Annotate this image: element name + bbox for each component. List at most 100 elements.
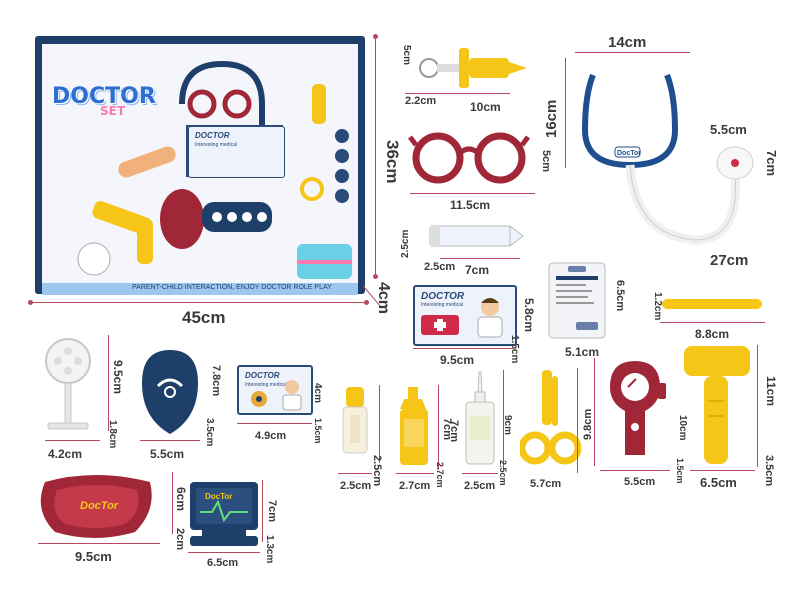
small-bottle-height-line: [379, 385, 380, 463]
stetho-head-width-label: 5.5cm: [710, 122, 747, 137]
box-width-label: 45cm: [182, 308, 226, 327]
doctor-card-large-title: DOCTOR: [421, 291, 465, 302]
yellow-bottle-depth-label: 2.7cm: [435, 462, 445, 488]
doctor-avatar-icon: [477, 298, 503, 338]
heart-monitor-toy: [190, 482, 258, 546]
monitor-brand: DocTor: [205, 492, 233, 501]
shield-depth-label: 3.5cm: [204, 418, 215, 447]
glasses-height-label: 5cm: [540, 150, 552, 173]
syringe-toy: [419, 48, 527, 88]
tongue-depressor-toy: [662, 299, 762, 309]
stetho-height-line: [565, 58, 566, 168]
hammer-width-line: [690, 470, 755, 471]
dropper-depth-label: 2.5cm: [498, 460, 508, 486]
gauge-width-line: [600, 470, 670, 471]
small-bottle-width-label: 2.5cm: [340, 480, 372, 492]
stethoscope-toy: [581, 73, 754, 245]
dim-dot: [364, 300, 369, 305]
syringe-height-label: 5cm: [401, 45, 412, 66]
mirror-depth-label: 1.8cm: [107, 420, 118, 449]
dropper-height-line: [503, 370, 504, 470]
box-width-line: [30, 302, 366, 303]
dropper-width-label: 2.5cm: [464, 480, 496, 492]
yellow-bottle-height-line: [438, 385, 439, 470]
yellow-bottle-width-label: 2.7cm: [399, 480, 431, 492]
doctor-card-large-sub: Interesting medical: [421, 302, 463, 308]
tube-height-label: 2.5cm: [400, 229, 411, 258]
tube-width-line: [440, 258, 520, 259]
reflex-hammer-toy: [684, 346, 750, 464]
hammer-width-label: 6.5cm: [700, 475, 737, 490]
box-doctor-card: DOCTOR Interesting medical: [188, 126, 285, 178]
shield-width-line: [140, 440, 200, 441]
stetho-length-label: 27cm: [710, 252, 749, 269]
yellow-bottle-width-line: [396, 473, 434, 474]
doctor-card-small-sub: Interesting medical: [245, 382, 287, 388]
tray-height-line: [172, 472, 173, 534]
stick-width-label: 8.8cm: [695, 327, 730, 341]
mirror-width-line: [45, 440, 100, 441]
doctor-card-small-title: DOCTOR: [245, 371, 280, 380]
card-small-width-line: [237, 423, 312, 424]
clipboard-toy: [548, 262, 606, 339]
box-height-label: 36cm: [383, 140, 402, 184]
syringe-width-label: 10cm: [470, 100, 501, 114]
card-small-height-label: 4cm: [312, 383, 323, 404]
box-card-sub: Interesting medical: [195, 142, 237, 148]
clipboard-width-label: 5.1cm: [565, 345, 600, 359]
monitor-height-line: [262, 480, 263, 542]
card-large-height-label: 5.8cm: [522, 298, 536, 333]
navy-pad-toy: [142, 350, 198, 434]
head-mirror-toy: [45, 338, 91, 430]
clipboard-height-label: 6.5cm: [614, 280, 626, 312]
syringe-width-line: [405, 93, 510, 94]
mirror-height-label: 9.5cm: [111, 360, 125, 395]
scissors-width-label: 5.7cm: [530, 478, 562, 490]
stetho-head-height-label: 7cm: [764, 150, 779, 177]
card-large-width-label: 9.5cm: [440, 353, 475, 367]
monitor-height-label: 7cm: [266, 500, 278, 523]
scissors-height-label: 9cm: [502, 415, 513, 436]
kidney-tray-toy: [40, 475, 152, 538]
stetho-tag: DocTor: [617, 150, 641, 157]
gauge-width-label: 5.5cm: [624, 476, 656, 488]
mirror-width-label: 4.2cm: [48, 447, 83, 461]
tray-width-line: [38, 543, 160, 544]
dim-dot: [373, 274, 378, 279]
box-depth-label: 4cm: [375, 282, 392, 315]
box-logo-set: SET: [100, 104, 126, 118]
dropper-bottle-toy: [465, 371, 495, 465]
gauge-height-line: [594, 358, 595, 466]
small-bottle-toy: [342, 387, 368, 454]
shield-width-label: 5.5cm: [150, 447, 185, 461]
tube-width-label: 7cm: [465, 263, 490, 277]
box-bottom-strip: PARENT-CHILD INTERACTION, ENJOY DOCTOR R…: [42, 283, 358, 295]
test-tube-toy: [429, 224, 524, 248]
card-small-depth-label: 1.5cm: [313, 418, 323, 444]
box-height-line: [375, 36, 376, 276]
pressure-gauge-toy: [610, 361, 666, 455]
glasses-toy: [408, 132, 530, 184]
scissors-toy: [520, 370, 582, 465]
glasses-width-line: [410, 193, 535, 194]
gear-badge-icon: [251, 391, 267, 407]
scissors-height-line: [577, 368, 578, 473]
box-logo-doctor: DOCTOR: [52, 84, 156, 109]
dropper-width-line: [462, 473, 498, 474]
dim-dot: [373, 34, 378, 39]
medicine-kit-icon: [421, 315, 459, 335]
hammer-height-line: [757, 345, 758, 467]
hammer-depth-label: 3.5cm: [763, 455, 775, 487]
small-bottle-width-line: [338, 473, 372, 474]
shield-height-label: 7.8cm: [210, 365, 222, 397]
stick-height-label: 1.2cm: [652, 292, 663, 321]
stick-width-line: [660, 322, 765, 323]
tray-depth-label: 2cm: [174, 528, 186, 551]
card-large-depth-label: 1.5cm: [509, 335, 520, 364]
glasses-width-label: 11.5cm: [450, 198, 491, 212]
gauge-height-label: 9.8cm: [582, 408, 594, 440]
card-small-width-label: 4.9cm: [255, 430, 287, 442]
hammer-height-label: 11cm: [764, 376, 778, 407]
monitor-depth-label: 1.3cm: [264, 535, 275, 564]
box-card-title: DOCTOR: [195, 131, 230, 140]
